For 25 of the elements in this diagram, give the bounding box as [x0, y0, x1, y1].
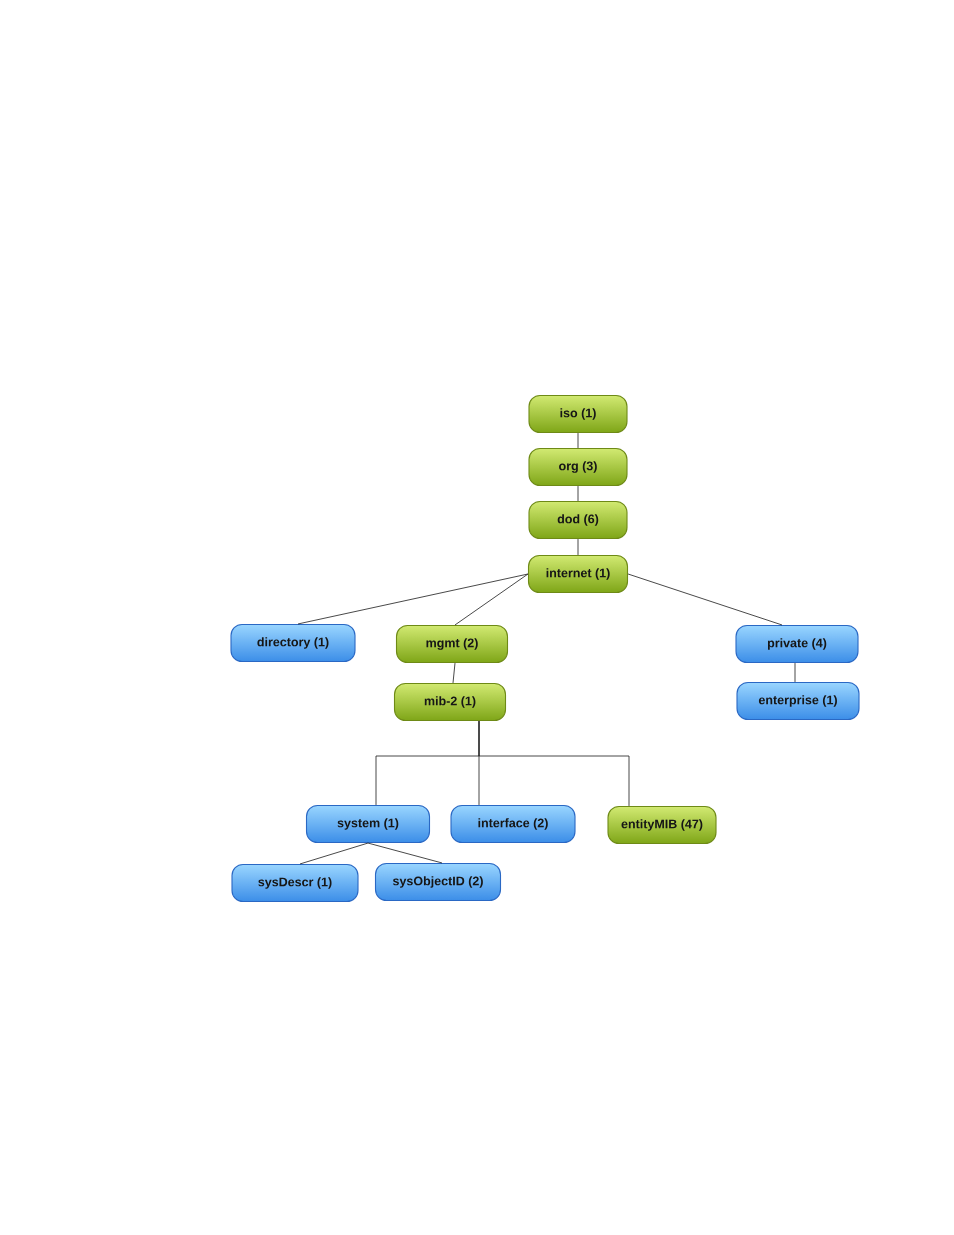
- node-box: enterprise (1): [736, 681, 860, 721]
- node-box: sysDescr (1): [231, 863, 359, 903]
- node-box: system (1): [305, 804, 431, 844]
- connector-line: [627, 573, 783, 626]
- node-box: iso (1): [528, 394, 628, 434]
- connector-line: [577, 485, 579, 502]
- node-box: mib-2 (1): [393, 682, 507, 722]
- connector-line: [452, 662, 456, 684]
- connector-line: [454, 573, 529, 626]
- connector-line: [297, 573, 529, 625]
- connector-line: [577, 538, 579, 556]
- connector-line: [367, 842, 443, 864]
- connector-line: [478, 720, 630, 807]
- connector-line: [299, 842, 369, 865]
- connector-line: [794, 662, 796, 683]
- node-box: entityMIB (47): [607, 805, 717, 845]
- node-box: sysObjectID (2): [374, 862, 502, 902]
- node-box: internet (1): [527, 554, 629, 594]
- node-box: dod (6): [528, 500, 628, 540]
- node-box: directory (1): [230, 623, 356, 663]
- node-box: mgmt (2): [395, 624, 509, 664]
- node-box: org (3): [528, 447, 628, 487]
- node-box: private (4): [735, 624, 859, 664]
- connector-line: [577, 432, 579, 449]
- node-box: interface (2): [450, 804, 576, 844]
